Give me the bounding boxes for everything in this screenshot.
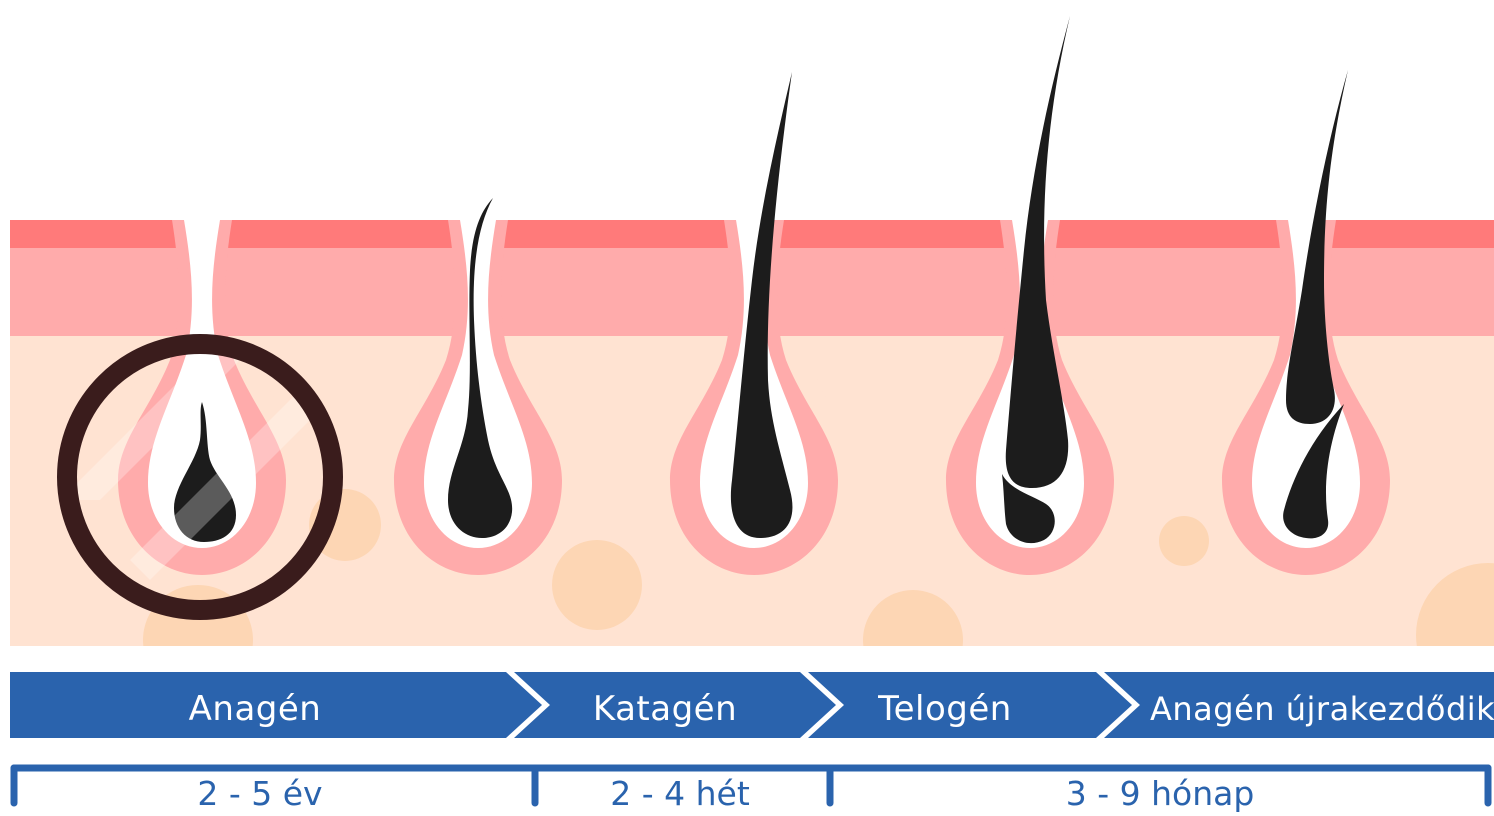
phase-label-anagen-restart: Anagén újrakezdődik: [1150, 684, 1494, 734]
duration-label-katagen: 2 - 4 hét: [560, 774, 800, 814]
fat-cell: [552, 540, 642, 630]
duration-label-anagen: 2 - 5 év: [120, 774, 400, 814]
phase-label-anagen: Anagén: [100, 684, 410, 734]
phase-label-katagen: Katagén: [560, 684, 770, 734]
duration-label-telogen: 3 - 9 hónap: [1000, 774, 1320, 814]
fat-cell: [1159, 516, 1209, 566]
phase-label-telogen: Telogén: [850, 684, 1040, 734]
